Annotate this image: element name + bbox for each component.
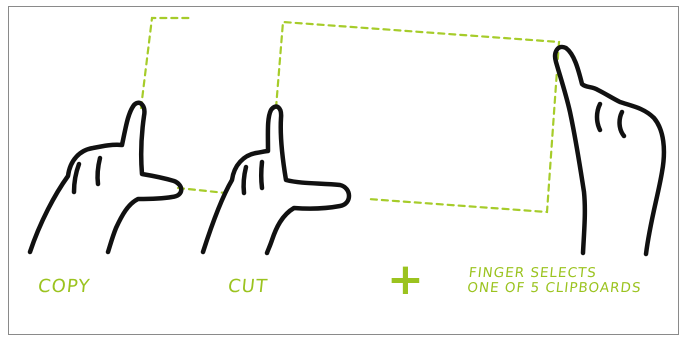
copy-label: COPY xyxy=(37,278,91,296)
copy-selection-dashed-rect xyxy=(141,18,226,193)
cut-label: CUT xyxy=(227,278,269,296)
plus-sign: + xyxy=(387,258,424,302)
cut-gesture-hand-icon xyxy=(203,107,349,253)
finger-selects-caption: FINGER SELECTS ONE OF 5 CLIPBOARDS xyxy=(466,266,643,296)
finger-caption-line-1: FINGER SELECTS xyxy=(468,266,644,281)
copy-gesture-hand-icon xyxy=(30,103,181,252)
pointing-finger-hand-icon xyxy=(555,47,664,254)
finger-caption-line-2: ONE OF 5 CLIPBOARDS xyxy=(466,281,642,296)
